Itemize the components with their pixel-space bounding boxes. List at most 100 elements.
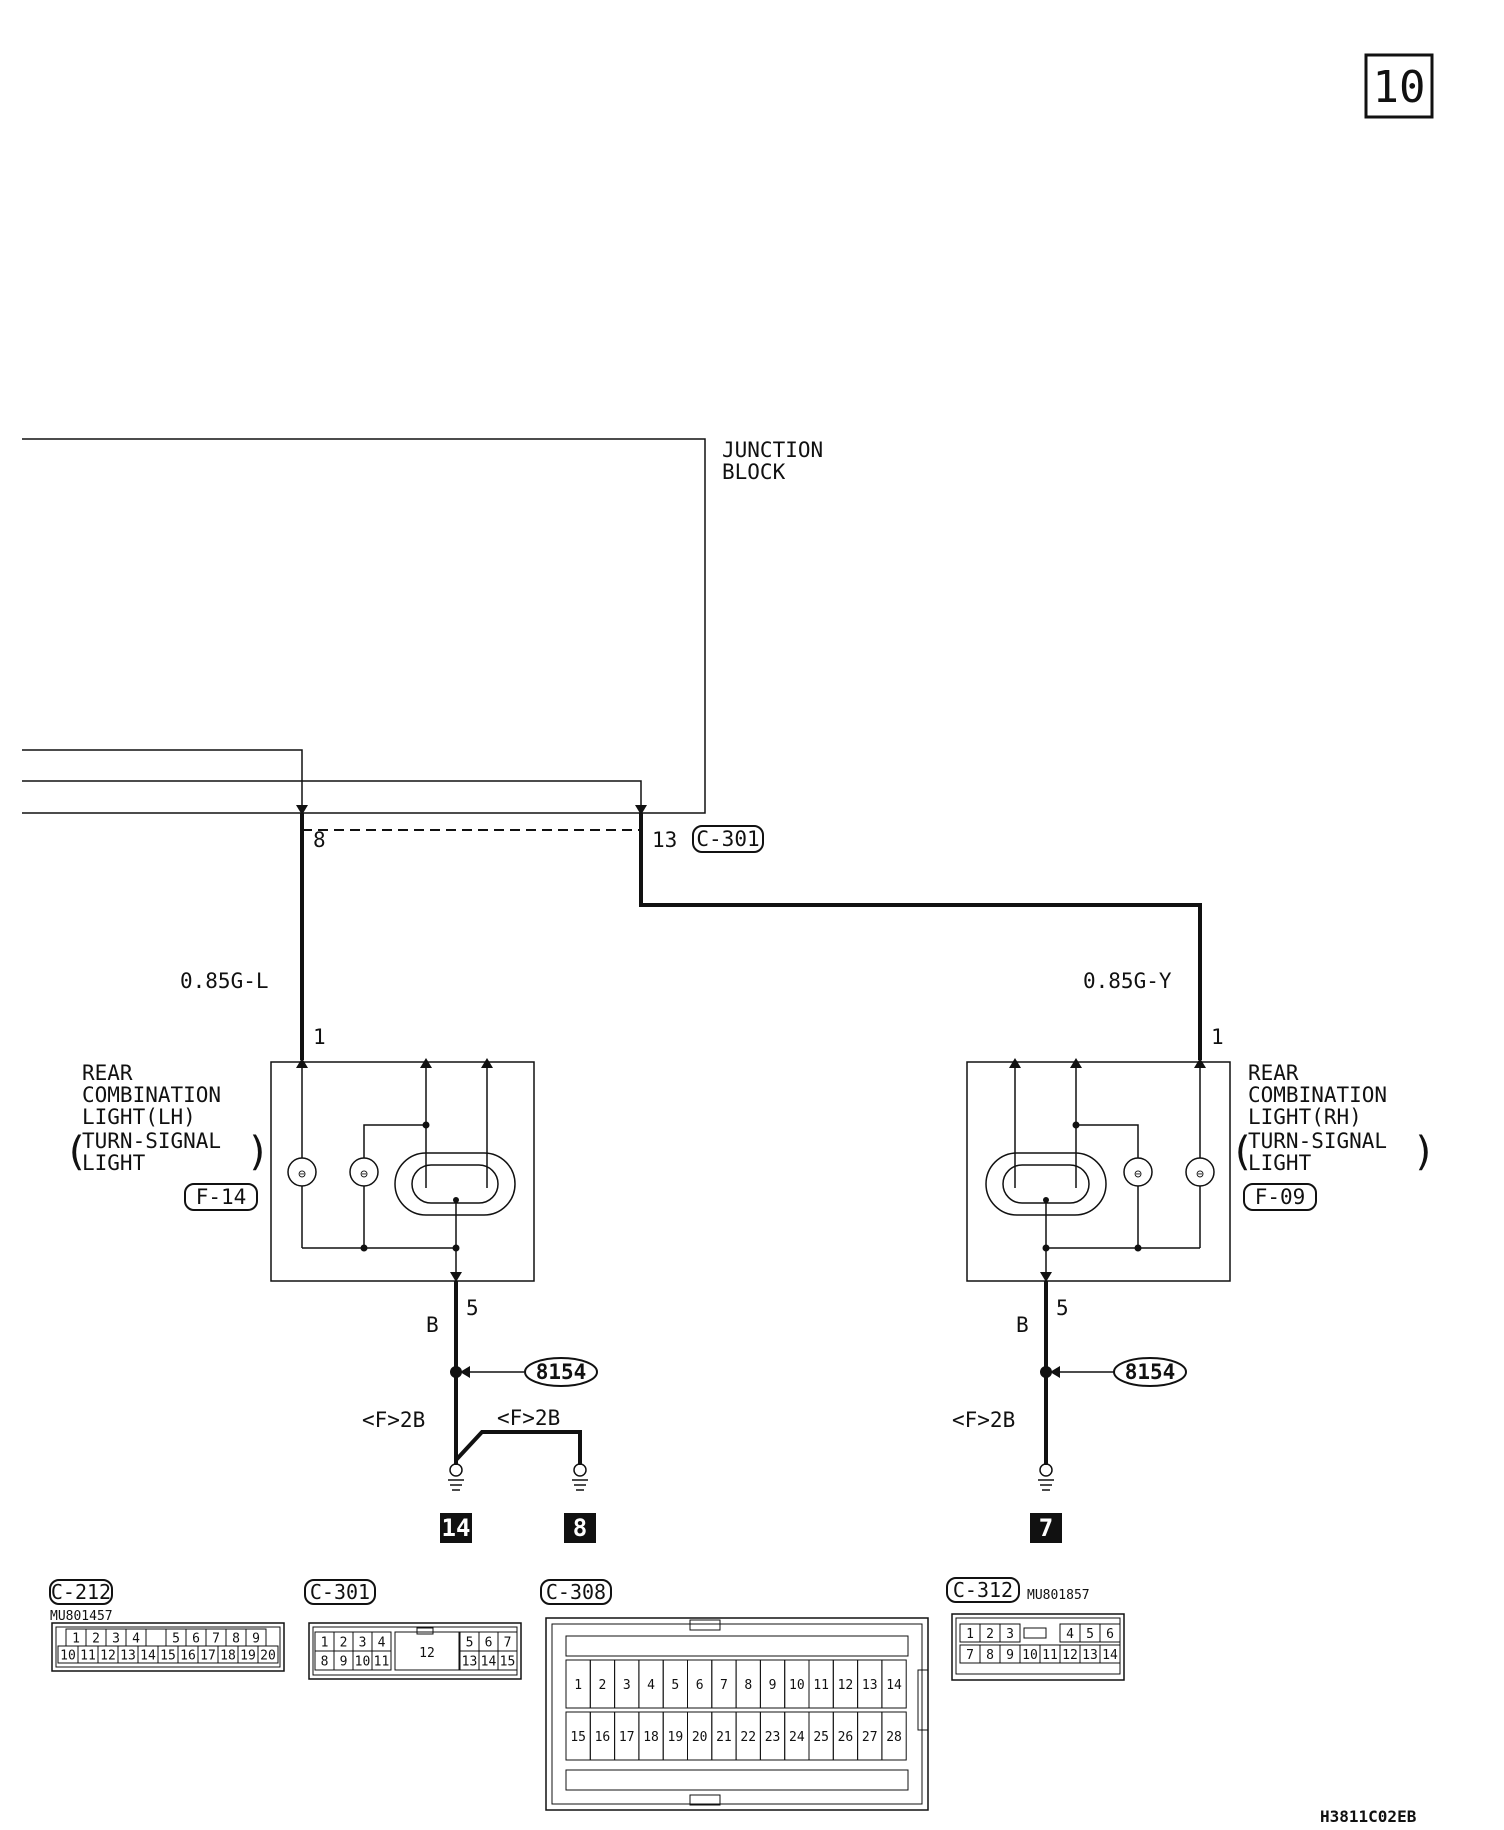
svg-text:): ) xyxy=(1412,1129,1436,1175)
pin-number: 13 xyxy=(120,1649,136,1664)
left-harness-a: <F>2B xyxy=(362,1408,425,1432)
connector-c212-face: C-212 MU801457 xyxy=(49,1579,285,1672)
pin-number: 12 xyxy=(838,1678,854,1693)
connector-f09-label: F-09 xyxy=(1255,1185,1306,1209)
splice-8154-right-tag xyxy=(1113,1357,1187,1387)
rear-combination-light-rh: ⊖ ⊖ xyxy=(966,1058,1231,1290)
pin-number: 19 xyxy=(668,1730,684,1745)
pin-number: 10 xyxy=(1022,1648,1038,1663)
pin-number: 2 xyxy=(92,1632,100,1647)
pin-number: 10 xyxy=(60,1649,76,1664)
connector-c308-face: C-308 xyxy=(540,1579,929,1811)
pin-number: 13 xyxy=(1082,1648,1098,1663)
pin-number: 11 xyxy=(374,1655,390,1670)
pin-number: 8 xyxy=(744,1678,752,1693)
junction-block: JUNCTION BLOCK xyxy=(22,438,823,815)
pin-number: 14 xyxy=(481,1655,497,1670)
pin-number: 20 xyxy=(692,1730,708,1745)
left-harness-b: <F>2B xyxy=(497,1406,560,1430)
pin-number: 5 xyxy=(671,1678,679,1693)
pin-number: 9 xyxy=(340,1655,348,1670)
svg-text:C-301: C-301 xyxy=(310,1580,370,1604)
pin-number: 2 xyxy=(599,1678,607,1693)
ground-14-label: 14 xyxy=(442,1514,471,1542)
connector-f14-tag xyxy=(184,1183,258,1211)
pin-number: 28 xyxy=(886,1730,902,1745)
wire-label-right: 0.85G-Y xyxy=(1083,969,1172,993)
ground-8-label: 8 xyxy=(573,1514,587,1542)
pin-number: 3 xyxy=(1006,1627,1014,1642)
pin-number: 17 xyxy=(619,1730,635,1745)
pin-8-label: 8 xyxy=(313,828,326,852)
svg-text:C-312: C-312 xyxy=(953,1578,1013,1602)
pin-cell xyxy=(1099,1623,1121,1643)
pin-number: 12 xyxy=(100,1649,116,1664)
pin-cell xyxy=(1099,1644,1121,1664)
svg-text:LIGHT: LIGHT xyxy=(1248,1151,1312,1175)
right-harness-a: <F>2B xyxy=(952,1408,1015,1432)
ground-7-label: 7 xyxy=(1039,1514,1053,1542)
pin-number: 13 xyxy=(862,1678,878,1693)
pin-number: 25 xyxy=(813,1730,829,1745)
pin-number: 21 xyxy=(716,1730,732,1745)
right-pin-5-label: 5 xyxy=(1056,1296,1069,1320)
right-ground-wire-label: B xyxy=(1016,1313,1029,1337)
pin-number: 8 xyxy=(232,1632,240,1647)
pin-number: 5 xyxy=(172,1632,180,1647)
pin-number: 10 xyxy=(355,1655,371,1670)
pin-number: 8 xyxy=(986,1648,994,1663)
pin-number: 4 xyxy=(1066,1627,1074,1642)
svg-text:TURN-SIGNAL: TURN-SIGNAL xyxy=(82,1129,221,1153)
splice-8154-left: 8154 xyxy=(536,1360,587,1384)
pin-number: 11 xyxy=(813,1678,829,1693)
svg-text:(: ( xyxy=(64,1129,88,1175)
c301-center-pin: 12 xyxy=(419,1646,435,1661)
page-number: 10 xyxy=(1373,62,1426,113)
pin-number: 8 xyxy=(321,1655,329,1670)
pin-cell xyxy=(999,1623,1021,1643)
left-ground-wire-label: B xyxy=(426,1313,439,1337)
svg-text:COMBINATION: COMBINATION xyxy=(82,1083,221,1107)
pin-cell xyxy=(881,1659,907,1709)
pin-number: 5 xyxy=(466,1636,474,1651)
pin-number: 7 xyxy=(504,1636,512,1651)
pin-number: 6 xyxy=(485,1636,493,1651)
connector-c301-label: C-301 xyxy=(696,827,759,851)
svg-text:C-212: C-212 xyxy=(51,1580,111,1604)
diagram-code: H3811C02EB xyxy=(1320,1807,1417,1826)
wire-right xyxy=(639,813,1202,1060)
pin-number: 6 xyxy=(192,1632,200,1647)
pin-number: 2 xyxy=(340,1636,348,1651)
connector-c301-tag xyxy=(692,825,764,853)
pin-number: 12 xyxy=(1062,1648,1078,1663)
svg-text:LIGHT: LIGHT xyxy=(82,1151,146,1175)
pin-number: 3 xyxy=(359,1636,367,1651)
left-pin-5-label: 5 xyxy=(466,1296,479,1320)
pin-cell xyxy=(257,1645,279,1664)
pin-number: 22 xyxy=(740,1730,756,1745)
pin-number: 6 xyxy=(696,1678,704,1693)
svg-text:(: ( xyxy=(1230,1129,1254,1175)
c312-part-number: MU801857 xyxy=(1027,1588,1090,1603)
ground-14-box xyxy=(440,1513,472,1543)
pin-number: 5 xyxy=(1086,1627,1094,1642)
pin-number: 1 xyxy=(321,1636,329,1651)
pin-number: 15 xyxy=(500,1655,516,1670)
pin-number: 11 xyxy=(1042,1648,1058,1663)
c212-part-number: MU801457 xyxy=(50,1609,113,1624)
junction-block-label-2: BLOCK xyxy=(722,460,786,484)
pin-number: 15 xyxy=(160,1649,176,1664)
pin-number: 4 xyxy=(132,1632,140,1647)
right-ground-circuit xyxy=(1038,1281,1114,1491)
svg-text:TURN-SIGNAL: TURN-SIGNAL xyxy=(1248,1129,1387,1153)
pin-number: 7 xyxy=(212,1632,220,1647)
pin-number: 19 xyxy=(240,1649,256,1664)
pin-number: 16 xyxy=(180,1649,196,1664)
pin-number: 4 xyxy=(647,1678,655,1693)
pin-number: 16 xyxy=(595,1730,611,1745)
pin-13-label: 13 xyxy=(652,828,677,852)
svg-text:COMBINATION: COMBINATION xyxy=(1248,1083,1387,1107)
